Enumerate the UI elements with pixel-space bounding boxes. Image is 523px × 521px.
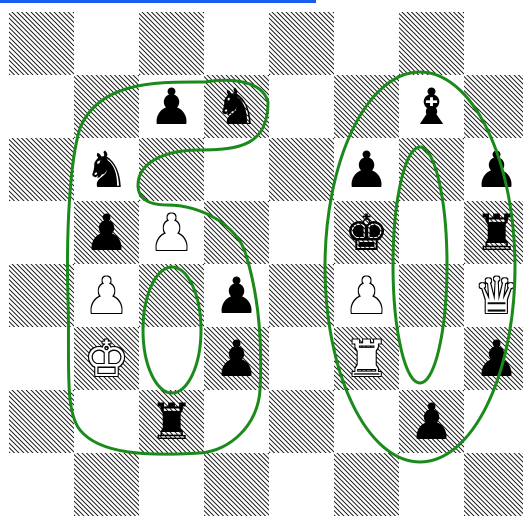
white-pawn-f4[interactable]: ♟ — [334, 264, 399, 327]
white-rook-icon: ♜ — [344, 334, 389, 384]
black-pawn-h6[interactable]: ♟ — [464, 138, 523, 201]
white-pawn-c5[interactable]: ♟ — [139, 201, 204, 264]
square-c3[interactable] — [139, 327, 204, 390]
black-knight-icon: ♞ — [214, 82, 259, 132]
square-f1[interactable] — [334, 453, 399, 516]
black-knight-icon: ♞ — [84, 145, 129, 195]
square-a2[interactable] — [9, 390, 74, 453]
square-d6[interactable] — [204, 138, 269, 201]
white-pawn-icon: ♟ — [149, 208, 194, 258]
square-b7[interactable] — [74, 75, 139, 138]
black-pawn-icon: ♟ — [344, 145, 389, 195]
white-queen-icon: ♛ — [474, 271, 519, 321]
white-pawn-icon: ♟ — [344, 271, 389, 321]
black-pawn-icon: ♟ — [474, 334, 519, 384]
square-f2[interactable] — [334, 390, 399, 453]
square-e1[interactable] — [269, 453, 334, 516]
square-h2[interactable] — [464, 390, 523, 453]
black-knight-d7[interactable]: ♞ — [204, 75, 269, 138]
black-pawn-h3[interactable]: ♟ — [464, 327, 523, 390]
square-d1[interactable] — [204, 453, 269, 516]
black-pawn-icon: ♟ — [149, 82, 194, 132]
square-g3[interactable] — [399, 327, 464, 390]
black-pawn-c7[interactable]: ♟ — [139, 75, 204, 138]
white-rook-f3[interactable]: ♜ — [334, 327, 399, 390]
square-f7[interactable] — [334, 75, 399, 138]
black-pawn-icon: ♟ — [214, 334, 259, 384]
black-bishop-g7[interactable]: ♝ — [399, 75, 464, 138]
square-b8[interactable] — [74, 12, 139, 75]
black-pawn-d4[interactable]: ♟ — [204, 264, 269, 327]
square-c6[interactable] — [139, 138, 204, 201]
black-pawn-b5[interactable]: ♟ — [74, 201, 139, 264]
square-a6[interactable] — [9, 138, 74, 201]
black-pawn-icon: ♟ — [474, 145, 519, 195]
black-knight-b6[interactable]: ♞ — [74, 138, 139, 201]
black-pawn-icon: ♟ — [84, 208, 129, 258]
square-h8[interactable] — [464, 12, 523, 75]
square-d2[interactable] — [204, 390, 269, 453]
square-e6[interactable] — [269, 138, 334, 201]
square-a4[interactable] — [9, 264, 74, 327]
black-rook-icon: ♜ — [149, 397, 194, 447]
black-rook-icon: ♜ — [474, 208, 519, 258]
black-rook-c2[interactable]: ♜ — [139, 390, 204, 453]
white-king-b3[interactable]: ♚ — [74, 327, 139, 390]
black-rook-h5[interactable]: ♜ — [464, 201, 523, 264]
white-pawn-b4[interactable]: ♟ — [74, 264, 139, 327]
square-a5[interactable] — [9, 201, 74, 264]
white-pawn-icon: ♟ — [84, 271, 129, 321]
square-h1[interactable] — [464, 453, 523, 516]
square-g5[interactable] — [399, 201, 464, 264]
square-c4[interactable] — [139, 264, 204, 327]
square-g6[interactable] — [399, 138, 464, 201]
square-b2[interactable] — [74, 390, 139, 453]
black-pawn-g2[interactable]: ♟ — [399, 390, 464, 453]
black-king-f5[interactable]: ♚ — [334, 201, 399, 264]
square-c8[interactable] — [139, 12, 204, 75]
square-e8[interactable] — [269, 12, 334, 75]
square-a7[interactable] — [9, 75, 74, 138]
top-link-underline — [0, 0, 316, 3]
square-e7[interactable] — [269, 75, 334, 138]
square-h7[interactable] — [464, 75, 523, 138]
square-c1[interactable] — [139, 453, 204, 516]
black-pawn-f6[interactable]: ♟ — [334, 138, 399, 201]
black-pawn-d3[interactable]: ♟ — [204, 327, 269, 390]
white-queen-h4[interactable]: ♛ — [464, 264, 523, 327]
black-pawn-icon: ♟ — [409, 397, 454, 447]
white-king-icon: ♚ — [84, 334, 129, 384]
square-b1[interactable] — [74, 453, 139, 516]
square-g8[interactable] — [399, 12, 464, 75]
square-d8[interactable] — [204, 12, 269, 75]
square-e3[interactable] — [269, 327, 334, 390]
square-d5[interactable] — [204, 201, 269, 264]
square-e2[interactable] — [269, 390, 334, 453]
square-e5[interactable] — [269, 201, 334, 264]
black-pawn-icon: ♟ — [214, 271, 259, 321]
black-bishop-icon: ♝ — [409, 82, 454, 132]
square-g1[interactable] — [399, 453, 464, 516]
square-a8[interactable] — [9, 12, 74, 75]
square-a3[interactable] — [9, 327, 74, 390]
black-king-icon: ♚ — [344, 208, 389, 258]
square-a1[interactable] — [9, 453, 74, 516]
square-e4[interactable] — [269, 264, 334, 327]
square-f8[interactable] — [334, 12, 399, 75]
square-g4[interactable] — [399, 264, 464, 327]
